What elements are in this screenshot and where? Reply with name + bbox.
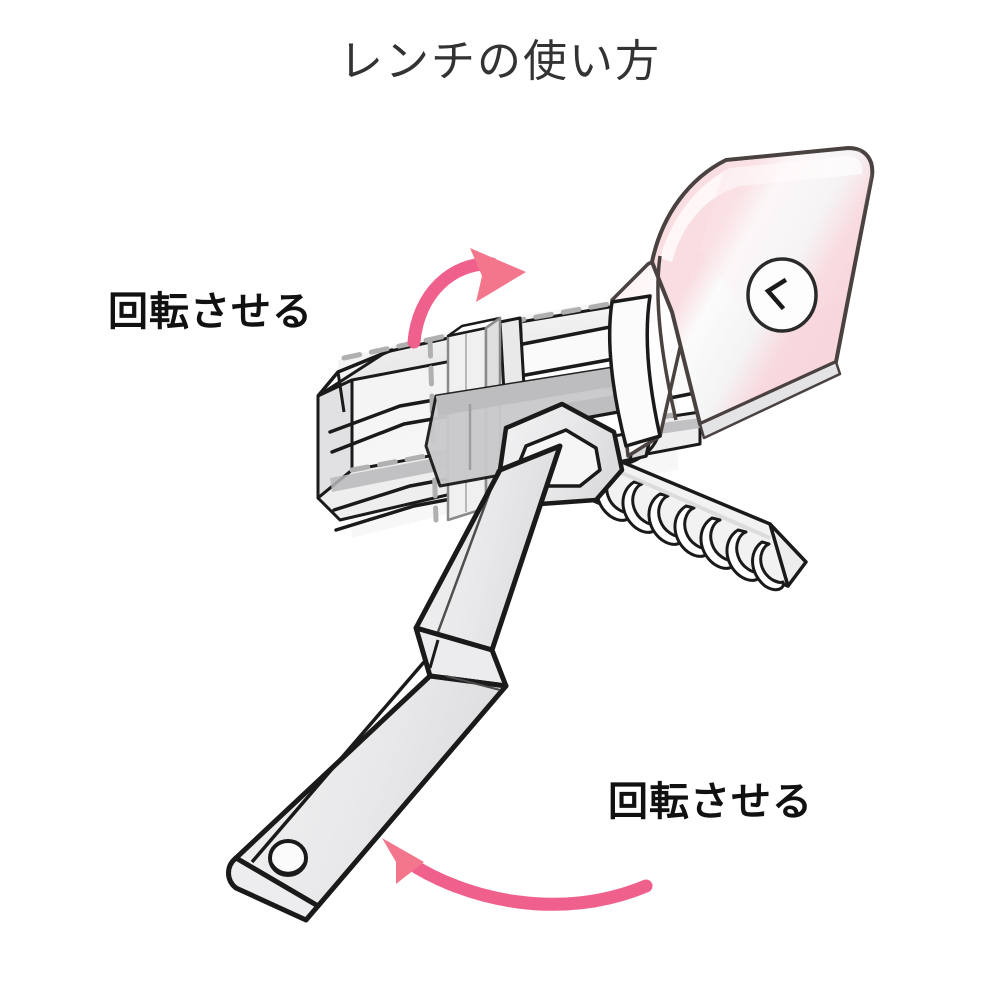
rotation-arrow-upper[interactable] — [407, 248, 526, 349]
rotation-arrow-lower[interactable] — [382, 838, 653, 911]
lag-screw — [590, 450, 808, 592]
bracket-hole — [746, 257, 818, 333]
wrench-body — [226, 401, 625, 923]
wrench-handle-hole — [268, 839, 308, 877]
callout-rotate-lower: 回転させる — [608, 780, 813, 824]
callout-rotate-upper: 回転させる — [108, 290, 313, 334]
bracket-mark — [764, 277, 788, 311]
page-title: レンチの使い方 — [339, 37, 661, 86]
bracket-plate — [607, 146, 875, 458]
